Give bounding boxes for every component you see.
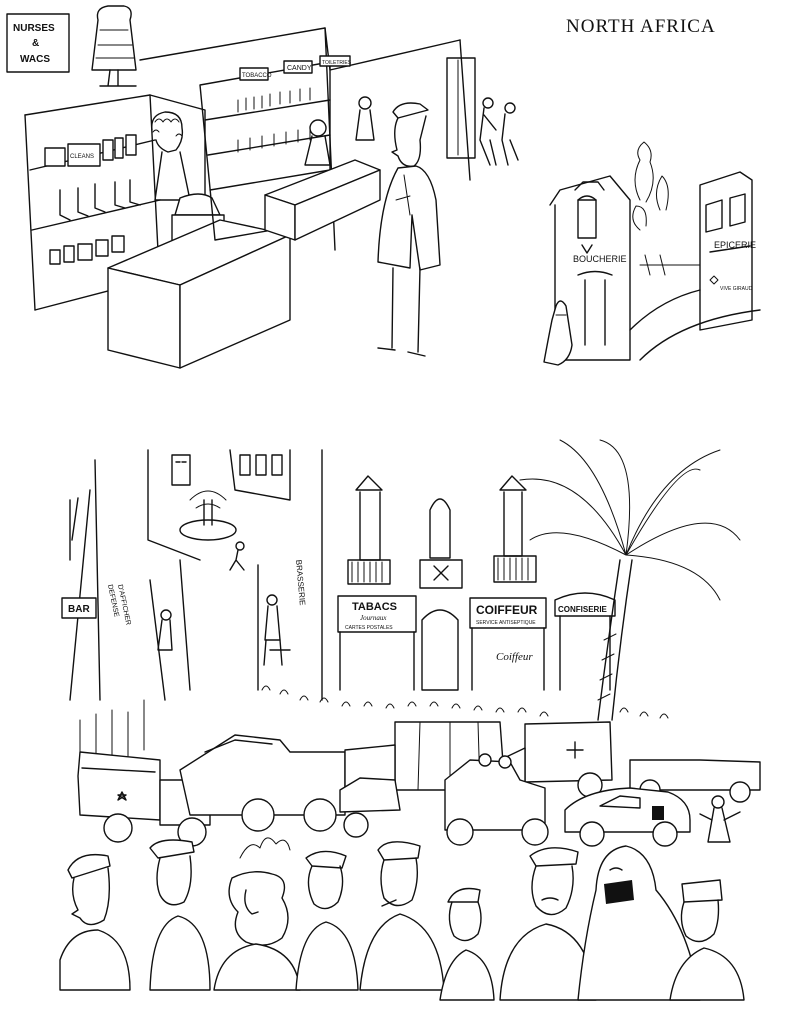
soldier-1	[59, 853, 131, 991]
brasserie-sign: BRASSERIE	[294, 559, 307, 605]
street-scene-top: BOUCHERIE EPICERIE VIVE GIRAUD	[543, 141, 761, 366]
city-scene: BAR DEFENSE D'AFFICHER BRASSERIE	[59, 439, 761, 1001]
army-truck-center	[179, 734, 346, 832]
officer-pipe	[359, 841, 445, 991]
clerk-figures	[304, 96, 375, 166]
fountain	[179, 490, 237, 541]
cleans-box-label: CLEANS	[70, 154, 94, 160]
front-counter	[107, 219, 291, 369]
confiserie-sign: CONFISERIE	[558, 605, 608, 614]
shelf-label-candy: CANDY	[287, 65, 312, 72]
facade-windows	[347, 475, 537, 589]
small-car	[339, 777, 401, 838]
boucherie-sign: BOUCHERIE	[573, 254, 627, 264]
back-doorway	[446, 57, 476, 159]
woman-with-hat	[213, 837, 301, 991]
tabacs-sign: TABACS	[352, 601, 397, 613]
soldier-2	[149, 839, 211, 991]
sentry	[157, 609, 173, 651]
walking-man	[229, 541, 245, 571]
bar-sign-text: BAR	[68, 604, 90, 615]
shelf-label-tobacco: TOBACCO	[242, 73, 272, 79]
coiffeur-sub: SERVICE ANTISEPTIQUE	[476, 620, 536, 626]
nurses-wacs-sign: NURSES & WACS	[6, 13, 70, 73]
sailor	[295, 850, 359, 991]
sign-line-1: NURSES	[13, 23, 55, 34]
shopgirl	[151, 111, 191, 201]
cafe-waiter	[263, 594, 291, 666]
tabacs-sub2: CARTES POSTALES	[345, 625, 393, 631]
veiled-woman-top	[543, 300, 573, 366]
sign-line-2: &	[32, 38, 39, 49]
sign-line-3: WACS	[20, 54, 50, 65]
coiffeur-shop: COIFFEUR SERVICE ANTISEPTIQUE Coiffeur	[469, 597, 547, 691]
wall-text-2: D'AFFICHER	[116, 584, 131, 626]
tabacs-sub: Journaux	[360, 614, 387, 622]
palm-tree	[519, 439, 741, 721]
jeep-center	[444, 753, 549, 846]
soldier-profile	[439, 887, 495, 1001]
coiffeur-sign: COIFFEUR	[476, 603, 538, 617]
french-soldier	[669, 879, 745, 1001]
shelf-label-toiletries: TOILETRIES	[322, 60, 352, 66]
rear-counter	[264, 159, 381, 241]
confiserie-shop: CONFISERIE	[554, 592, 616, 691]
sedan	[564, 787, 691, 847]
bar-sign	[61, 597, 97, 619]
px-store-scene: NURSES & WACS CLEANS	[6, 5, 519, 369]
corset-display	[91, 5, 137, 87]
background-soldiers	[479, 97, 519, 166]
epicerie-sign: EPICERIE	[714, 240, 756, 250]
veiled-woman	[577, 845, 701, 1001]
tabacs-shop: TABACS Journaux CARTES POSTALES	[337, 595, 459, 691]
coiffeur-script-sign: Coiffeur	[496, 651, 533, 663]
vive-giraud-poster: VIVE GIRAUD	[720, 286, 753, 292]
crowd-far	[79, 685, 669, 761]
officer-customer	[377, 102, 441, 357]
traffic-mp	[699, 795, 741, 843]
page-title: NORTH AFRICA	[566, 16, 716, 37]
